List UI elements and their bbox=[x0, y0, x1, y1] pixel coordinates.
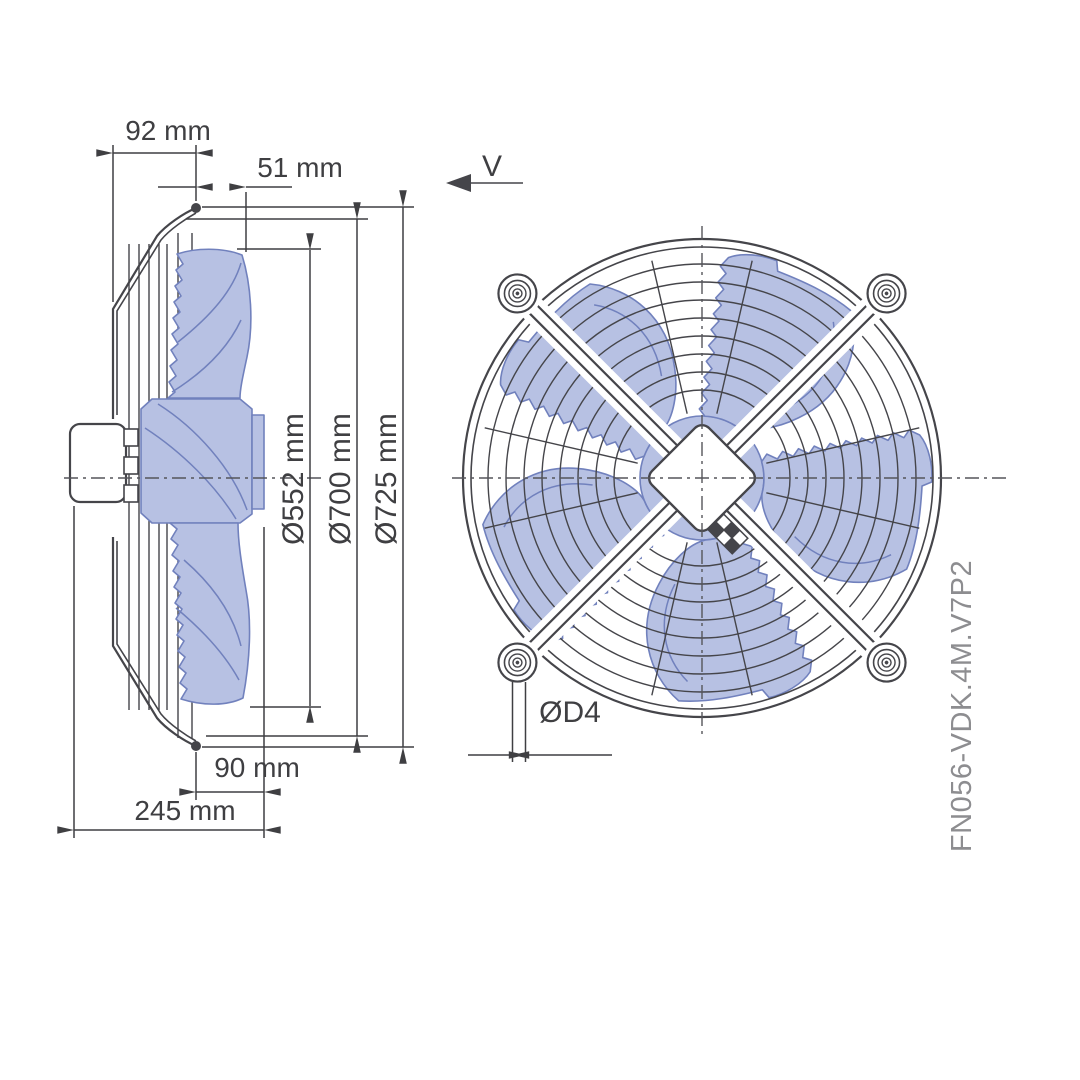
flange-hook-bottom bbox=[191, 741, 201, 751]
fan-blade-profile-bottom bbox=[169, 522, 251, 705]
dim-label-90mm: 90 mm bbox=[214, 752, 300, 783]
motor-mount-steps bbox=[123, 428, 139, 503]
dim-label-51mm: 51 mm bbox=[257, 152, 343, 183]
dim-label-d4: ØD4 bbox=[539, 696, 601, 729]
side-view: 92 mm 51 mm Ø552 mm Ø700 mm Ø725 mm 90 m… bbox=[57, 115, 414, 838]
mounting-hole-dimension: ØD4 bbox=[468, 682, 612, 762]
impeller-hub bbox=[140, 398, 265, 524]
flange-hook-top bbox=[191, 203, 201, 213]
front-view bbox=[461, 237, 943, 719]
fan-blade-profile-top bbox=[167, 248, 252, 399]
part-number-label: FN056-VDK.4M.V7P2 bbox=[946, 560, 978, 852]
fan-blade bbox=[646, 528, 813, 702]
dim-label-700mm: Ø700 mm bbox=[324, 413, 357, 545]
v-arrow-icon bbox=[446, 174, 471, 192]
dim-label-245mm: 245 mm bbox=[134, 795, 235, 826]
mounting-hole bbox=[862, 269, 911, 318]
dim-label-552mm: Ø552 mm bbox=[277, 413, 310, 545]
view-direction-label: V bbox=[482, 150, 502, 183]
mounting-holes bbox=[493, 269, 911, 687]
mounting-hole bbox=[493, 269, 542, 318]
mounting-hole bbox=[862, 638, 911, 687]
dim-label-725mm: Ø725 mm bbox=[370, 413, 403, 545]
mounting-struts bbox=[520, 296, 884, 660]
view-direction-arrow: V bbox=[446, 150, 523, 192]
dim-label-92mm: 92 mm bbox=[125, 115, 211, 146]
guard-grille-spokes bbox=[484, 260, 920, 696]
terminal-box bbox=[707, 513, 749, 555]
guard-basket-profile bbox=[111, 203, 201, 751]
side-view-dimensions: 92 mm 51 mm Ø552 mm Ø700 mm Ø725 mm 90 m… bbox=[57, 115, 414, 838]
mounting-hole bbox=[493, 638, 542, 687]
motor-housing bbox=[68, 422, 128, 504]
